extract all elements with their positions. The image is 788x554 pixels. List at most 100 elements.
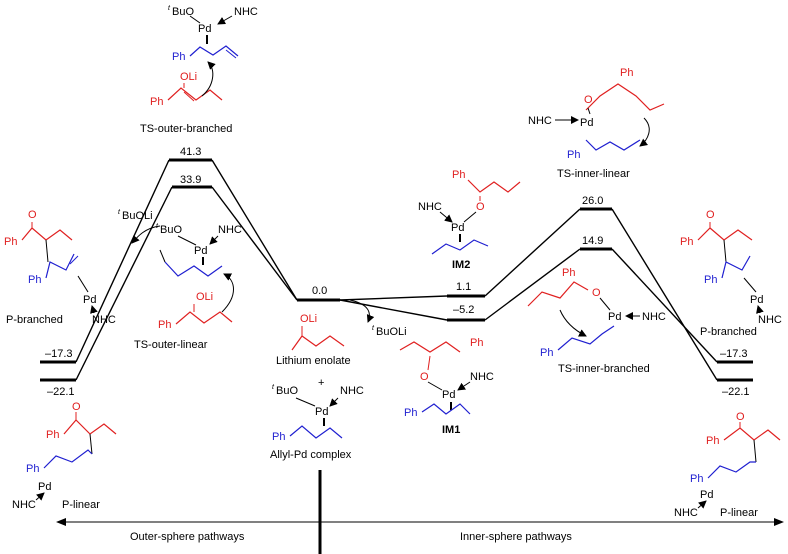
label-ts-inner-branched: TS-inner-branched (558, 363, 650, 375)
label-p-branched-left: P-branched (6, 314, 63, 326)
svg-text:Pd: Pd (451, 222, 464, 234)
svg-text:NHC: NHC (218, 224, 242, 236)
label-ts-inner-linear: TS-inner-linear (557, 168, 630, 180)
svg-text:O: O (736, 411, 745, 423)
svg-text:Pd: Pd (750, 294, 763, 306)
svg-text:Pd: Pd (83, 294, 96, 306)
svg-text:Ph: Ph (46, 429, 59, 441)
svg-text:Pd: Pd (315, 406, 328, 418)
svg-text:Pd: Pd (38, 481, 51, 493)
svg-text:Pd: Pd (194, 245, 207, 257)
pathway-axis (56, 470, 784, 554)
energy-p-branched-left: –17.3 (45, 348, 73, 360)
svg-text:O: O (476, 201, 485, 213)
svg-text:Pd: Pd (442, 389, 455, 401)
svg-text:+: + (318, 377, 324, 389)
svg-text:Ph: Ph (540, 347, 553, 359)
label-p-linear-right: P-linear (720, 507, 758, 519)
svg-text:Ph: Ph (158, 319, 171, 331)
label-im1: IM1 (442, 424, 460, 436)
energy-ts-inner-linear: 26.0 (582, 195, 603, 207)
svg-text:t: t (118, 209, 121, 216)
svg-text:O: O (28, 209, 37, 221)
svg-text:Ph: Ph (690, 473, 703, 485)
energy-ts-outer-branched: 41.3 (180, 146, 201, 158)
svg-text:NHC: NHC (418, 201, 442, 213)
svg-text:O: O (72, 401, 81, 413)
label-allyl-pd: Allyl-Pd complex (270, 449, 352, 461)
svg-text:NHC: NHC (92, 314, 116, 326)
svg-text:BuO: BuO (172, 6, 194, 18)
energy-ts-inner-branched: 14.9 (582, 235, 603, 247)
label-ts-outer-branched: TS-outer-branched (140, 123, 232, 135)
svg-text:BuO: BuO (160, 224, 182, 236)
label-p-linear-left: P-linear (62, 499, 100, 511)
svg-text:NHC: NHC (758, 314, 782, 326)
structure-ts-outer-branched: t BuO NHC Pd Ph OLi Ph TS-outer-branched (140, 5, 258, 135)
energy-p-linear-right: –22.1 (722, 386, 750, 398)
label-inner-sphere: Inner-sphere pathways (460, 531, 572, 543)
svg-text:Ph: Ph (470, 337, 483, 349)
svg-text:Ph: Ph (704, 274, 717, 286)
energy-im1: –5.2 (453, 304, 474, 316)
svg-text:Pd: Pd (700, 489, 713, 501)
svg-text:Ph: Ph (706, 435, 719, 447)
svg-text:NHC: NHC (674, 507, 698, 519)
energy-ts-outer-linear: 33.9 (180, 174, 201, 186)
svg-text:Ph: Ph (4, 236, 17, 248)
svg-text:BuOLi: BuOLi (122, 210, 153, 222)
structure-ts-outer-linear: t BuO NHC Pd OLi Ph TS-outer-linear (134, 223, 242, 351)
svg-text:OLi: OLi (180, 71, 197, 83)
svg-text:NHC: NHC (642, 311, 666, 323)
svg-text:O: O (420, 371, 429, 383)
svg-text:Ph: Ph (26, 463, 39, 475)
svg-text:Pd: Pd (198, 23, 211, 35)
byproduct-buoli-left: t BuOLi (118, 209, 153, 222)
svg-text:NHC: NHC (234, 6, 258, 18)
svg-text:Pd: Pd (580, 117, 593, 129)
svg-text:Ph: Ph (404, 407, 417, 419)
svg-text:Ph: Ph (562, 267, 575, 279)
structure-p-branched-left: O Ph Ph Pd NHC P-branched (4, 209, 116, 326)
svg-text:O: O (592, 287, 601, 299)
structure-p-linear-left: O Ph Ph Pd NHC P-linear (12, 401, 117, 511)
label-im2: IM2 (452, 259, 470, 271)
svg-text:t: t (372, 325, 375, 332)
energy-profile (40, 158, 753, 382)
energy-p-branched-right: –17.3 (720, 348, 748, 360)
svg-text:NHC: NHC (340, 385, 364, 397)
release-arrow-right (349, 299, 375, 323)
energy-im2: 1.1 (456, 281, 471, 293)
label-lithium-enolate: Lithium enolate (276, 355, 351, 367)
svg-text:Ph: Ph (452, 169, 465, 181)
svg-text:OLi: OLi (196, 291, 213, 303)
structure-lithium-enolate: OLi Lithium enolate t BuOLi (276, 313, 407, 367)
svg-text:Ph: Ph (172, 51, 185, 63)
svg-text:Ph: Ph (150, 96, 163, 108)
svg-text:NHC: NHC (528, 115, 552, 127)
svg-text:Ph: Ph (567, 149, 580, 161)
energy-zero: 0.0 (312, 285, 327, 297)
structure-ts-inner-branched: Ph O Pd NHC Ph TS-inner-branched (527, 267, 666, 375)
release-arrow-left (131, 225, 161, 244)
svg-text:Ph: Ph (272, 431, 285, 443)
label-p-branched-right: P-branched (700, 326, 757, 338)
svg-text:Pd: Pd (608, 311, 621, 323)
structure-p-linear-right: O Ph Ph Pd NHC P-linear (674, 411, 781, 519)
label-ts-outer-linear: TS-outer-linear (134, 339, 208, 351)
svg-text:t: t (156, 223, 159, 230)
svg-text:t: t (272, 384, 275, 391)
structure-allyl-pd: t BuO + NHC Pd Ph Allyl-Pd complex (270, 377, 364, 461)
svg-text:OLi: OLi (300, 313, 317, 325)
energy-p-linear-left: –22.1 (47, 386, 75, 398)
svg-text:Ph: Ph (680, 236, 693, 248)
svg-text:O: O (706, 209, 715, 221)
svg-text:BuO: BuO (276, 385, 298, 397)
structure-p-branched-right: O Ph Ph Pd NHC P-branched (680, 209, 782, 338)
svg-text:O: O (584, 94, 593, 106)
svg-text:BuOLi: BuOLi (376, 326, 407, 338)
svg-text:Ph: Ph (620, 67, 633, 79)
svg-text:NHC: NHC (12, 499, 36, 511)
svg-text:NHC: NHC (470, 371, 494, 383)
